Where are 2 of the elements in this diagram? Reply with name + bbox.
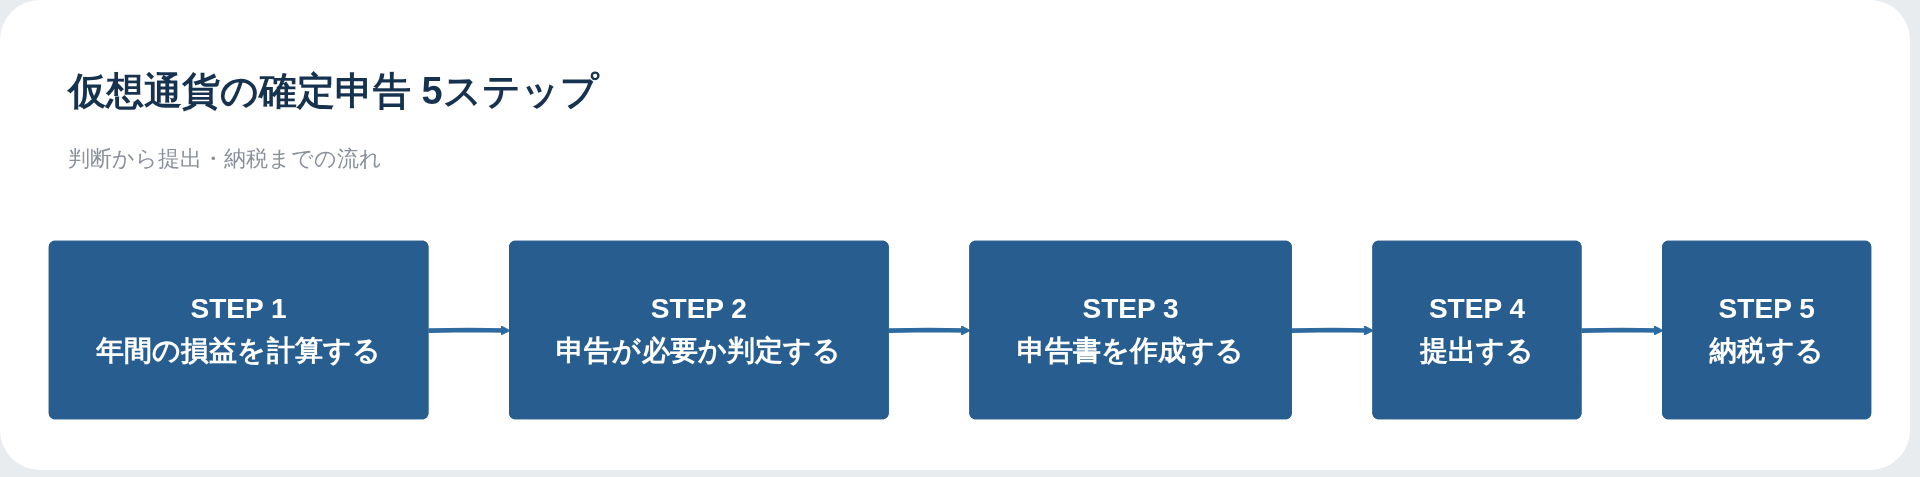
title: 仮想通貨の確定申告 5ステップ xyxy=(68,69,599,114)
subtitle: 判断から提出・納税までの流れ xyxy=(68,145,382,173)
